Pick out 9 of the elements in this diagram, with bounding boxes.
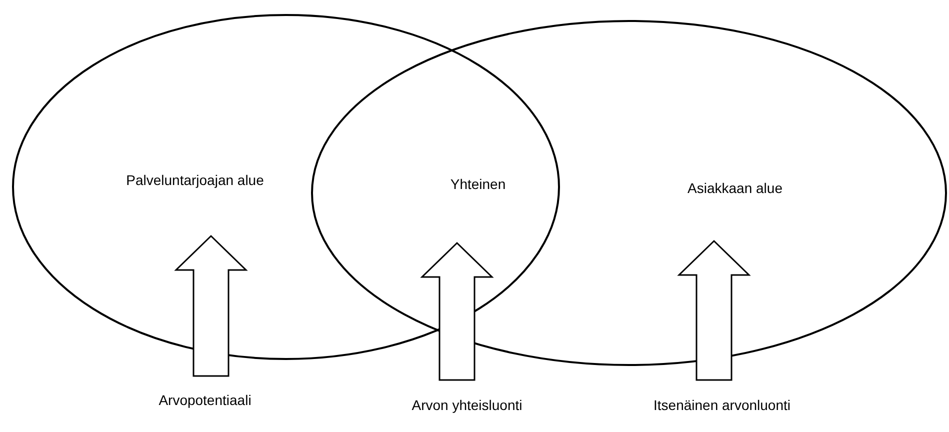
caption-label: Arvopotentiaali: [130, 376, 280, 416]
block-arrow: [174, 234, 248, 377]
region-label: Palveluntarjoajan alue: [126, 172, 264, 188]
caption-label: Arvon yhteisluonti: [382, 380, 552, 420]
region-label: Yhteinen: [428, 172, 528, 243]
block-arrow: [677, 240, 751, 381]
region-label: Asiakkaan alue: [688, 180, 782, 196]
block-arrow: [420, 242, 494, 381]
caption-label: Itsenäinen arvonluonti: [637, 380, 807, 420]
